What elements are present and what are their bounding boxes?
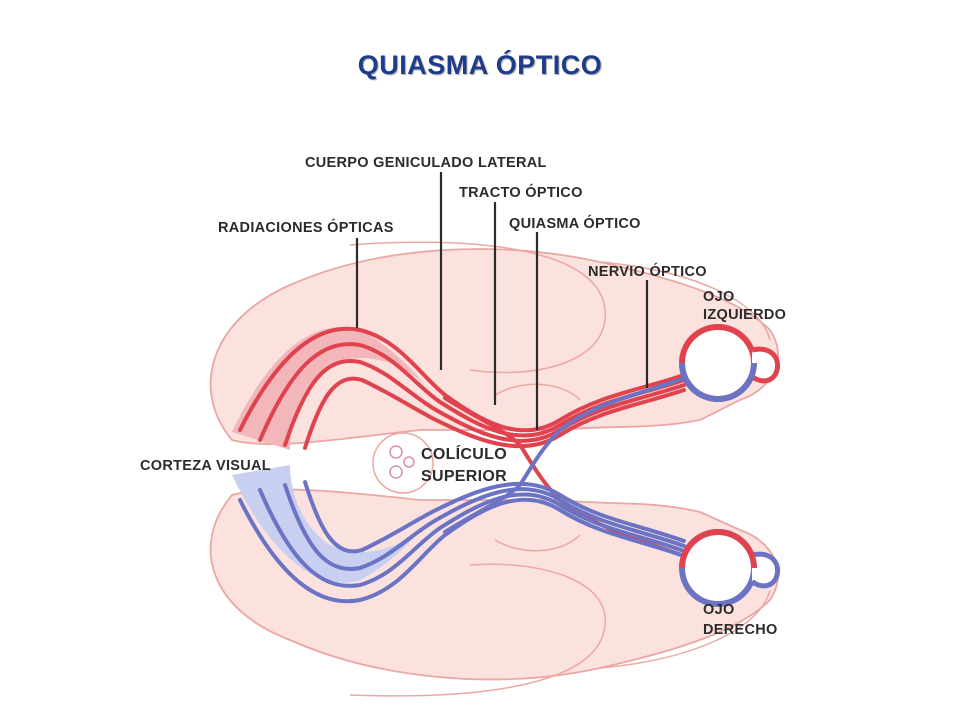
page-title: QUIASMA ÓPTICO: [357, 50, 603, 80]
red-fiber-5: [443, 396, 686, 558]
midbrain-outline: [494, 383, 581, 552]
red-fiber-4: [303, 376, 686, 450]
right-eye: [679, 529, 781, 607]
optic-radiations: [232, 326, 425, 583]
frontal-lower: [599, 589, 771, 669]
blue-fiber-2: [258, 488, 686, 588]
frontal-upper: [599, 261, 771, 341]
label-cuerpo-geniculado: CUERPO GENICULADO LATERAL: [305, 155, 547, 171]
label-ojo-izquierdo-line1: OJO: [703, 289, 735, 305]
label-quiasma-optico: QUIASMA ÓPTICO: [509, 214, 641, 232]
blue-radiation-fan: [232, 465, 425, 583]
leader-lines: [355, 172, 649, 430]
labels: CUERPO GENICULADO LATERAL TRACTO ÓPTICO …: [140, 155, 786, 638]
right-eye-upper-retina: [679, 529, 757, 569]
label-tracto-optico: TRACTO ÓPTICO: [459, 183, 583, 201]
colliculus-nucleus: [403, 456, 415, 468]
superior-colliculus: [372, 432, 434, 494]
label-ojo-derecho-line2: DERECHO: [703, 622, 778, 638]
blue-fiber-5: [443, 376, 686, 534]
left-eye-lower-retina: [679, 362, 757, 402]
red-radiation-fan: [232, 326, 425, 450]
blue-fiber-bundle: [238, 376, 686, 604]
label-coliculo-line2: SUPERIOR: [421, 468, 507, 485]
red-fiber-bundle: [238, 326, 686, 558]
blue-fiber-1: [238, 497, 686, 604]
red-fiber-1: [238, 326, 686, 433]
temporal-lobe-lower: [349, 563, 606, 697]
colliculus-nucleus: [389, 465, 403, 479]
colliculus-nucleus: [389, 445, 403, 459]
label-radiaciones-opticas: RADIACIONES ÓPTICAS: [218, 218, 394, 236]
blue-fiber-4: [303, 480, 686, 554]
right-eye-lens: [750, 551, 781, 589]
label-ojo-izquierdo-line2: IZQUIERDO: [703, 307, 786, 323]
red-fiber-3: [283, 359, 686, 447]
left-eye: [679, 324, 781, 402]
temporal-lobe-upper: [349, 241, 606, 374]
colliculus-body: [372, 432, 434, 494]
label-coliculo-line1: COLÍCULO: [421, 444, 507, 463]
left-eye-lens: [750, 346, 781, 384]
blue-fiber-3: [283, 483, 686, 571]
label-ojo-derecho-line1: OJO: [703, 602, 735, 618]
label-corteza-visual: CORTEZA VISUAL: [140, 458, 271, 474]
label-nervio-optico: NERVIO ÓPTICO: [588, 262, 707, 280]
